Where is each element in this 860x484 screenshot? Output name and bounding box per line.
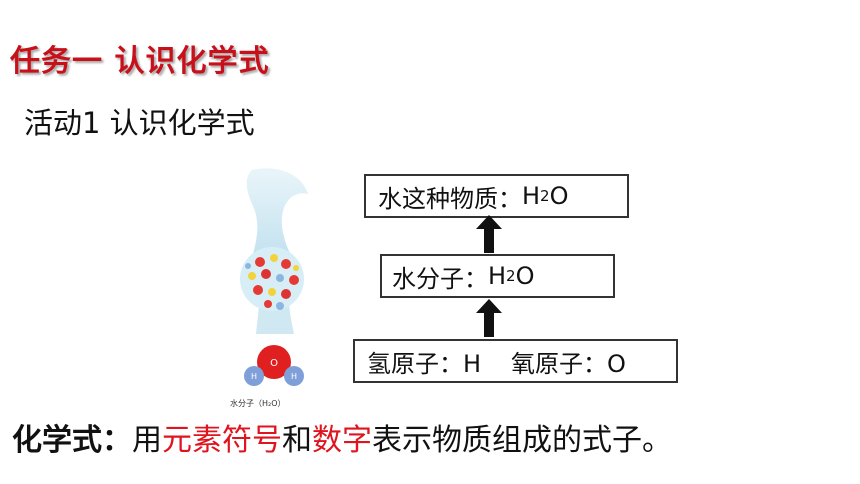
up-arrow-icon — [476, 299, 502, 337]
substance-formula-main: H — [522, 182, 541, 210]
chemical-formula-definition: 化学式：用元素符号和数字表示物质组成的式子。 — [12, 415, 672, 459]
molecule-label: 水分子： — [392, 264, 488, 293]
hydrogen-atom-text: 氢原子：H — [367, 349, 482, 378]
definition-highlight-numbers: 数字 — [312, 423, 372, 458]
definition-lead: 化学式： — [12, 423, 132, 458]
illustration-caption: 水分子（H₂O） — [230, 398, 286, 408]
definition-part1: 用 — [132, 423, 162, 458]
definition-part2: 和 — [282, 423, 312, 458]
substance-formula-tail: O — [549, 182, 569, 210]
hydrogen-atom-right — [284, 366, 304, 386]
oxygen-atom — [257, 345, 291, 379]
water-molecule-illustration: O H H 水分子（H₂O） — [230, 168, 308, 408]
page-title: 任务一 认识化学式 — [10, 44, 270, 79]
definition-highlight-element-symbols: 元素符号 — [162, 423, 282, 458]
atoms-box: 氢原子：H 氧原子：O — [353, 339, 678, 383]
oxygen-atom-label: O — [270, 358, 278, 369]
molecule-formula-tail: O — [515, 262, 535, 290]
substance-formula-sub: 2 — [540, 187, 550, 205]
oxygen-atom-text: 氧原子：O — [511, 349, 626, 378]
hydrogen-atom-right-label: H — [291, 372, 297, 381]
molecule-formula-main: H — [488, 262, 507, 290]
definition-part3: 表示物质组成的式子。 — [372, 423, 672, 458]
activity-subtitle: 活动1 认识化学式 — [24, 106, 255, 140]
hydrogen-atom-left — [244, 366, 264, 386]
molecule-dots — [245, 254, 299, 310]
hydrogen-atom-left-label: H — [251, 372, 257, 381]
molecule-formula-sub: 2 — [506, 267, 516, 285]
up-arrow-icon — [476, 215, 502, 253]
substance-label: 水这种物质： — [378, 184, 522, 213]
